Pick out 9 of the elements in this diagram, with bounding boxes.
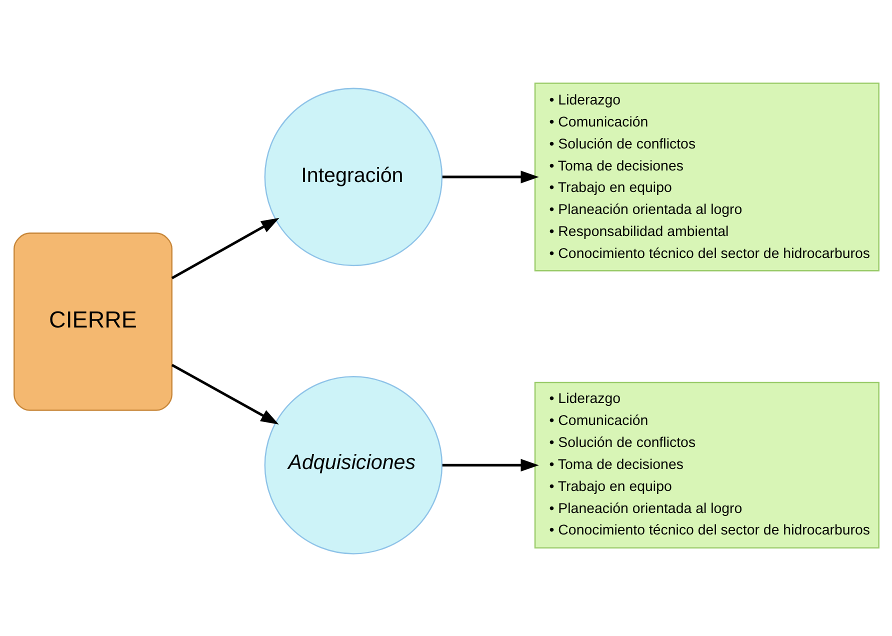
arrow xyxy=(442,170,538,183)
node-circle: Adquisiciones xyxy=(264,376,442,554)
node-box: • Liderazgo • Comunicación • Solución de conflictos • Toma de decisiones • Trabajo en equipo • Planeación orientada al logro • Responsabilidad ambiental • Conocimiento técnico del sector de hidrocarburos xyxy=(534,82,879,271)
node-box: • Liderazgo • Comunicación • Solución de conflictos • Toma de decisiones • Trabajo en equipo • Planeación orientada al logro • Conocimiento técnico del sector de hidrocarburos xyxy=(534,381,879,548)
node-circle: Integración xyxy=(264,87,442,266)
arrow xyxy=(170,363,278,424)
arrow xyxy=(442,458,538,472)
node-box: CIERRE xyxy=(13,232,172,410)
arrow xyxy=(170,217,279,279)
